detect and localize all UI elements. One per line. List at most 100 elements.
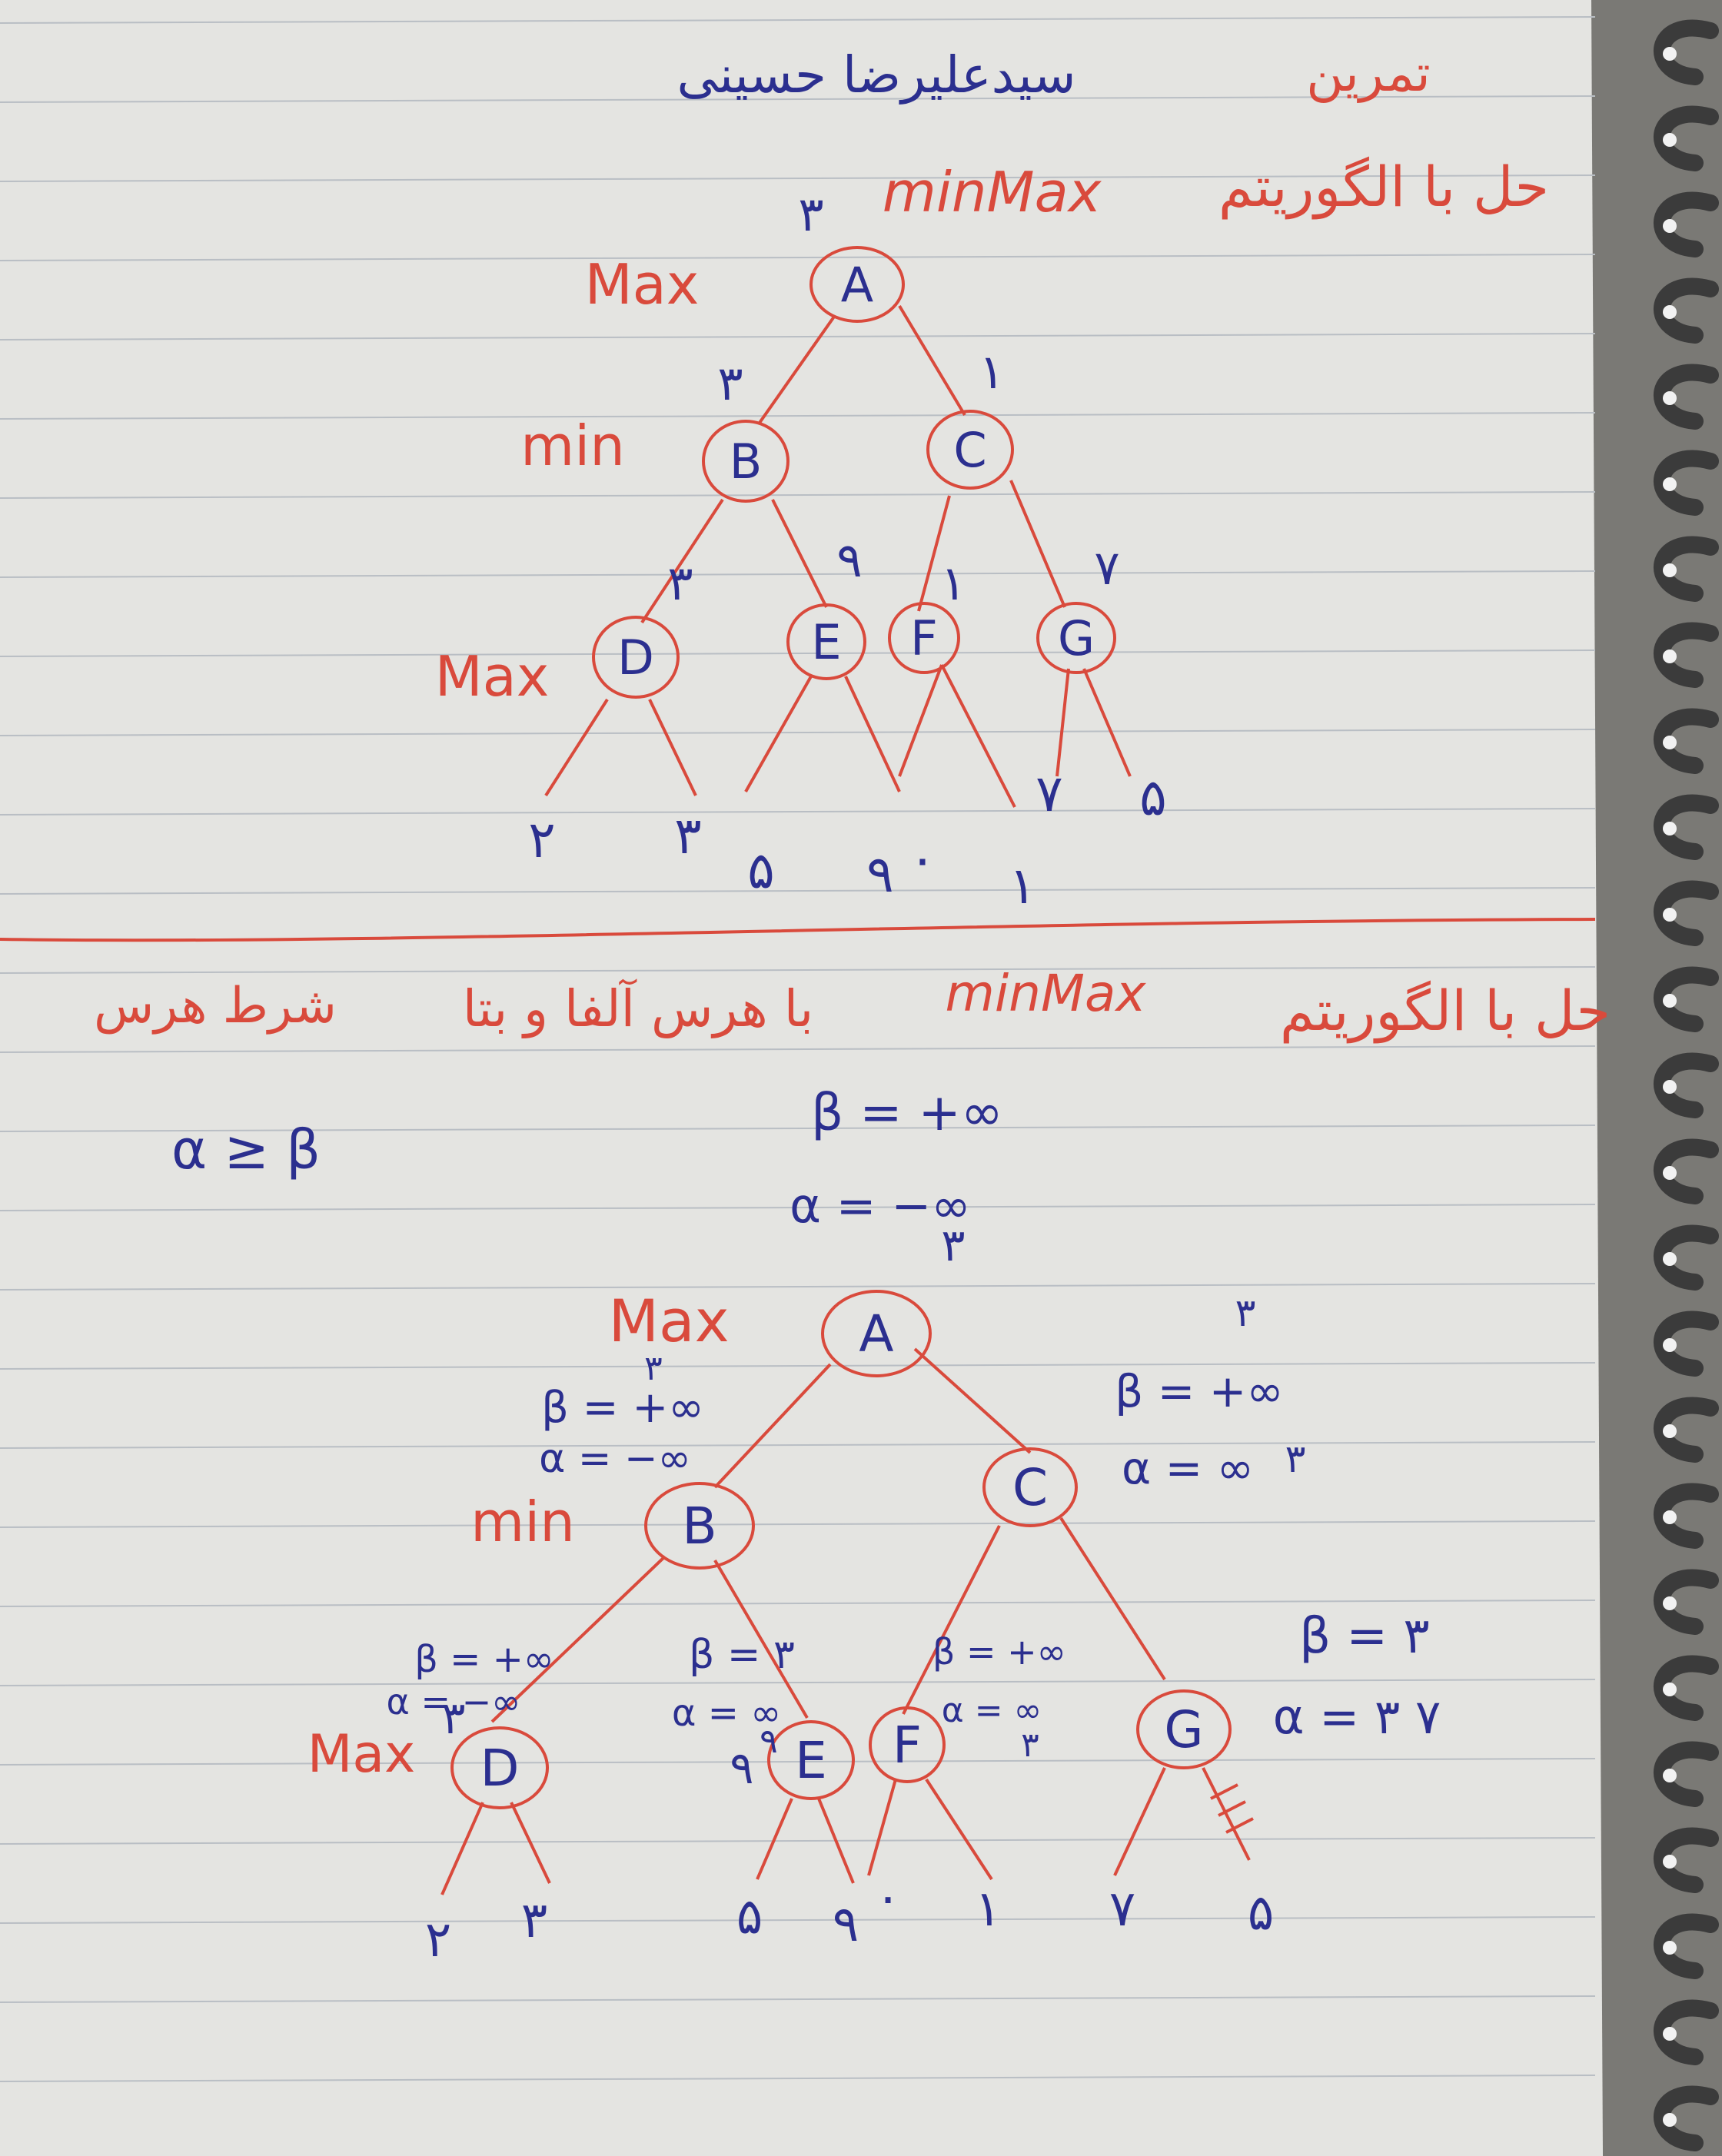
spiral-ring <box>1653 105 1719 171</box>
node2-circle-c <box>982 1447 1078 1527</box>
spiral-hole <box>1663 391 1677 405</box>
node2-circle-e <box>767 1720 855 1800</box>
ruled-lines <box>0 16 1596 2082</box>
leaf2-3: ۵ <box>736 1889 763 1945</box>
edge-d-l2 <box>648 699 697 796</box>
ruled-line <box>0 966 1596 974</box>
f-alpha: α = ∞ <box>942 1691 1042 1730</box>
init-beta: β = +∞ <box>811 1083 1003 1142</box>
ruled-line <box>0 1045 1596 1053</box>
spiral-hole <box>1663 1855 1677 1869</box>
spiral-hole <box>1663 47 1677 61</box>
b-beta-new: ۳ <box>644 1349 663 1388</box>
edge-f-l1 <box>898 664 943 777</box>
spiral-hole <box>1663 1252 1677 1266</box>
node2-label-d: D <box>480 1739 520 1798</box>
node-value-d: ۳ <box>667 555 693 611</box>
spiral-ring <box>1653 2085 1719 2151</box>
spiral-hole <box>1663 649 1677 663</box>
node-circle-e <box>786 603 866 680</box>
node-value-b: ۳ <box>717 355 743 411</box>
e-alpha: α = ∞ <box>672 1692 781 1735</box>
leaf-7: ۷ <box>1036 764 1062 823</box>
spiral-ring <box>1653 450 1719 516</box>
part1-title-en: minMax <box>883 160 1102 224</box>
leaf2-2: ۳ <box>521 1892 547 1949</box>
spiral-ring <box>1653 19 1719 85</box>
spiral-ring <box>1653 1138 1719 1204</box>
prune-mark-1 <box>1210 1783 1238 1800</box>
ruled-line <box>0 174 1596 182</box>
edge2-c-f <box>902 1525 1001 1715</box>
part2-title-en: minMax <box>946 964 1147 1023</box>
node2-label-e: E <box>795 1731 827 1790</box>
edge2-b-e <box>713 1559 809 1719</box>
node-value-c: ۱ <box>979 344 1004 400</box>
spiral-ring <box>1653 364 1719 430</box>
leaf2-4: ۹ <box>833 1896 859 1953</box>
spiral-hole <box>1663 563 1677 577</box>
part1-node-letters: A B C D E F G <box>617 257 1095 686</box>
node-value-g: ۷ <box>1094 540 1119 596</box>
part2-title-fa-tail: با هرس آلفا و بتا <box>463 978 813 1038</box>
leaf2-5: ۰ <box>875 1869 901 1926</box>
leaf2-1: ۲ <box>425 1912 451 1968</box>
init-alpha: α = −∞ <box>790 1178 971 1234</box>
ruled-line <box>0 1125 1596 1132</box>
node-label-b: B <box>730 434 763 490</box>
spiral-hole <box>1663 908 1677 922</box>
part2-leaves: ۲ ۳ ۵ ۹ ۰ ۱ ۷ ۵ <box>425 1869 1274 1968</box>
edge-c-f <box>917 495 951 612</box>
ruled-line <box>0 1758 1596 1766</box>
node2-circle-b <box>644 1482 755 1570</box>
leaf-6: ۱ <box>1009 856 1036 915</box>
part2-level-max-1: Max <box>608 1287 729 1355</box>
spiral-hole <box>1663 1769 1677 1782</box>
node-circle-c <box>926 410 1014 490</box>
node-label-e: E <box>811 614 841 670</box>
spiral-hole <box>1663 305 1677 319</box>
edge2-a-c <box>913 1347 1032 1454</box>
spiral-ring <box>1653 1311 1719 1377</box>
ruled-line <box>0 1441 1596 1449</box>
part1-level-max-1: Max <box>585 252 700 317</box>
ruled-line <box>0 95 1596 103</box>
edge-b-e <box>771 499 828 608</box>
node2-circle-g <box>1136 1689 1232 1769</box>
node2-circle-d <box>450 1726 549 1809</box>
ruled-line <box>0 808 1596 816</box>
ruled-line <box>0 1916 1596 1924</box>
edge2-b-d <box>490 1555 667 1723</box>
spiral-ring <box>1653 536 1719 602</box>
spiral-ring <box>1653 1999 1719 2065</box>
leaf-5: ۰ <box>909 829 936 889</box>
spiral-ring <box>1653 622 1719 688</box>
part2-annotations: β = +∞ ۳ α = −∞ β = +∞ ۳ α = ∞ ۳ β = +∞ … <box>387 1291 1441 1765</box>
node-circle-b <box>702 420 790 503</box>
node-value-f: ۱ <box>940 555 966 611</box>
leaf-8: ۵ <box>1139 768 1166 827</box>
c-alpha-new: ۳ <box>1285 1437 1306 1481</box>
node2-label-a: A <box>859 1304 893 1364</box>
node2-value-d: ۳ <box>441 1692 465 1744</box>
leaf-2: ۳ <box>674 806 701 865</box>
part2-title-fa-main: حل با الگوریتم <box>1280 978 1611 1044</box>
b-beta: β = +∞ <box>541 1383 704 1433</box>
ruled-line <box>0 1520 1596 1528</box>
g-alpha: α = ۳ ۷ <box>1273 1689 1441 1745</box>
spiral-ring <box>1653 1483 1719 1549</box>
node-label-g: G <box>1058 610 1095 666</box>
spiral-ring <box>1653 1569 1719 1635</box>
e-alpha-new: ۹ <box>760 1722 778 1761</box>
part2-level-min: min <box>470 1490 575 1554</box>
edge2-f-l2 <box>925 1778 993 1881</box>
part2-tree <box>440 1290 1254 1895</box>
spiral-hole <box>1663 1338 1677 1352</box>
node-circle-f <box>888 602 960 674</box>
ruled-line <box>0 16 1596 24</box>
e-beta: β = ۳ <box>689 1632 795 1678</box>
edge-e-l2 <box>844 676 901 792</box>
node-label-d: D <box>617 630 654 686</box>
node-label-f: F <box>910 610 938 666</box>
spiral-ring <box>1653 1913 1719 1979</box>
